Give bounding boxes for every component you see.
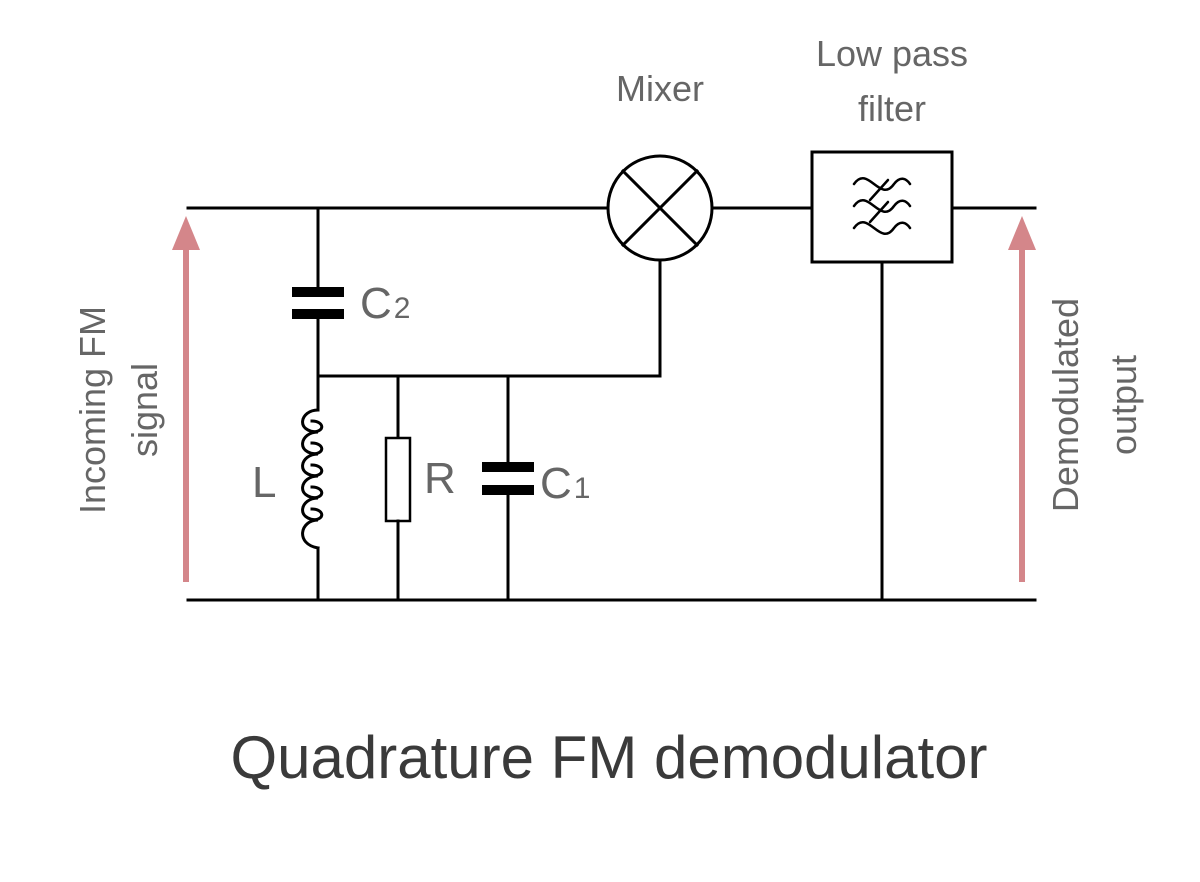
output-label-line1: Demodulated [1045, 298, 1086, 512]
c1-plate-top [482, 462, 534, 472]
mixer-label: Mixer [616, 68, 704, 109]
output-arrow [1008, 216, 1036, 582]
filter-label-line2: filter [858, 88, 926, 129]
filter-wave-icon [852, 177, 912, 235]
resistor-body [384, 436, 412, 523]
output-label-line2: output [1103, 355, 1144, 455]
c2-plate-top [292, 287, 344, 297]
inductor-coil-right [310, 419, 324, 522]
diagram-title: Quadrature FM demodulator [230, 724, 987, 791]
low-pass-filter-block [810, 150, 954, 264]
filter-label-line1: Low pass [816, 33, 968, 74]
c1-label: C1 [540, 459, 590, 508]
inductor-label: L [252, 458, 276, 507]
resistor-label: R [424, 454, 456, 503]
c2-label: C2 [360, 279, 410, 328]
input-label-line2: signal [124, 363, 165, 457]
input-arrow [172, 216, 200, 582]
mixer-symbol [606, 154, 714, 262]
input-label-line1: Incoming FM [72, 306, 113, 514]
